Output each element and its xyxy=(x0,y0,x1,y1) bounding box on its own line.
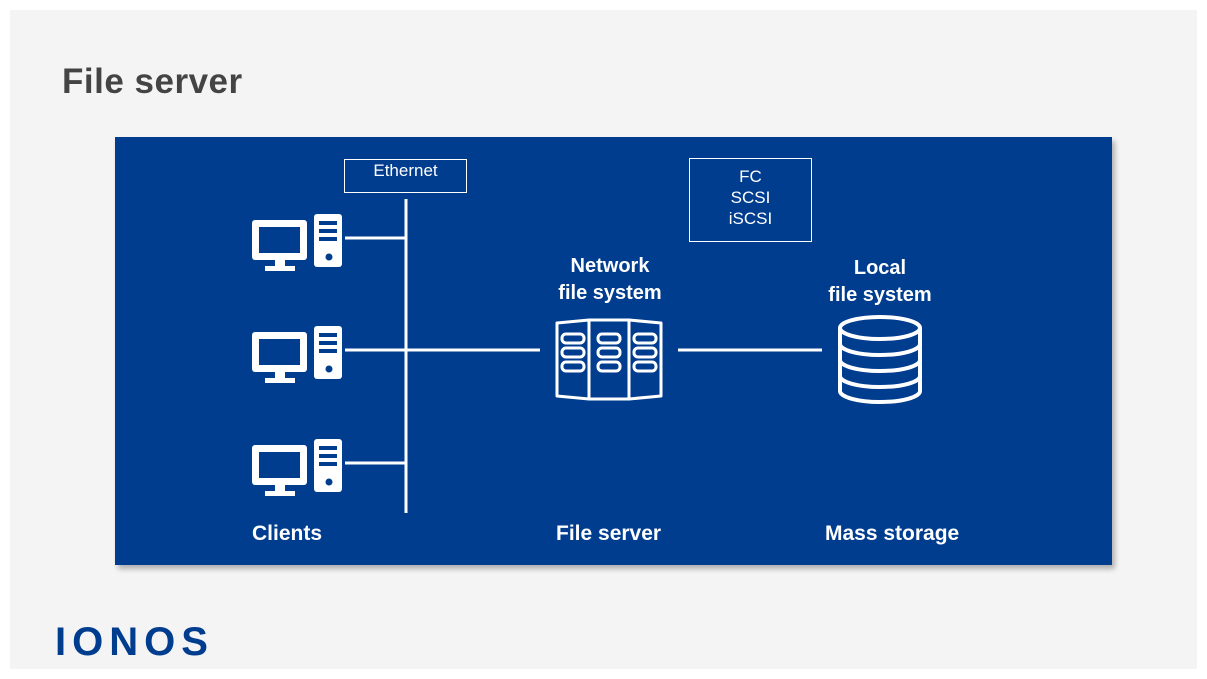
protocol-scsi: SCSI xyxy=(730,188,771,207)
protocol-fc: FC xyxy=(739,167,762,186)
computer-icon xyxy=(252,439,342,496)
network-file-system-heading: Network file system xyxy=(545,253,675,307)
page-background: File server xyxy=(10,10,1197,669)
server-rack-icon xyxy=(555,318,663,401)
network-file-system-line-1: Network xyxy=(570,255,650,277)
database-icon xyxy=(838,315,922,404)
diagram-graphics xyxy=(252,199,922,513)
local-file-system-line-1: Local xyxy=(853,257,907,279)
page-title: File server xyxy=(62,62,243,101)
protocol-label-box: FC SCSI iSCSI xyxy=(689,158,812,242)
computer-icon xyxy=(252,326,342,383)
network-file-system-line-2: file system xyxy=(558,282,662,304)
local-file-system-line-2: file system xyxy=(828,284,932,306)
computer-icon xyxy=(252,214,342,271)
ionos-logo: IONOS xyxy=(55,620,214,664)
clients-label: Clients xyxy=(252,522,323,545)
protocol-iscsi: iSCSI xyxy=(728,209,773,228)
file-server-label: File server xyxy=(556,522,662,545)
local-file-system-heading: Local file system xyxy=(815,255,945,309)
diagram-panel: Ethernet FC SCSI iSCSI Network file syst… xyxy=(115,137,1112,565)
ethernet-label: Ethernet xyxy=(373,161,438,180)
mass-storage-label: Mass storage xyxy=(825,522,960,545)
ethernet-label-box: Ethernet xyxy=(344,159,467,193)
